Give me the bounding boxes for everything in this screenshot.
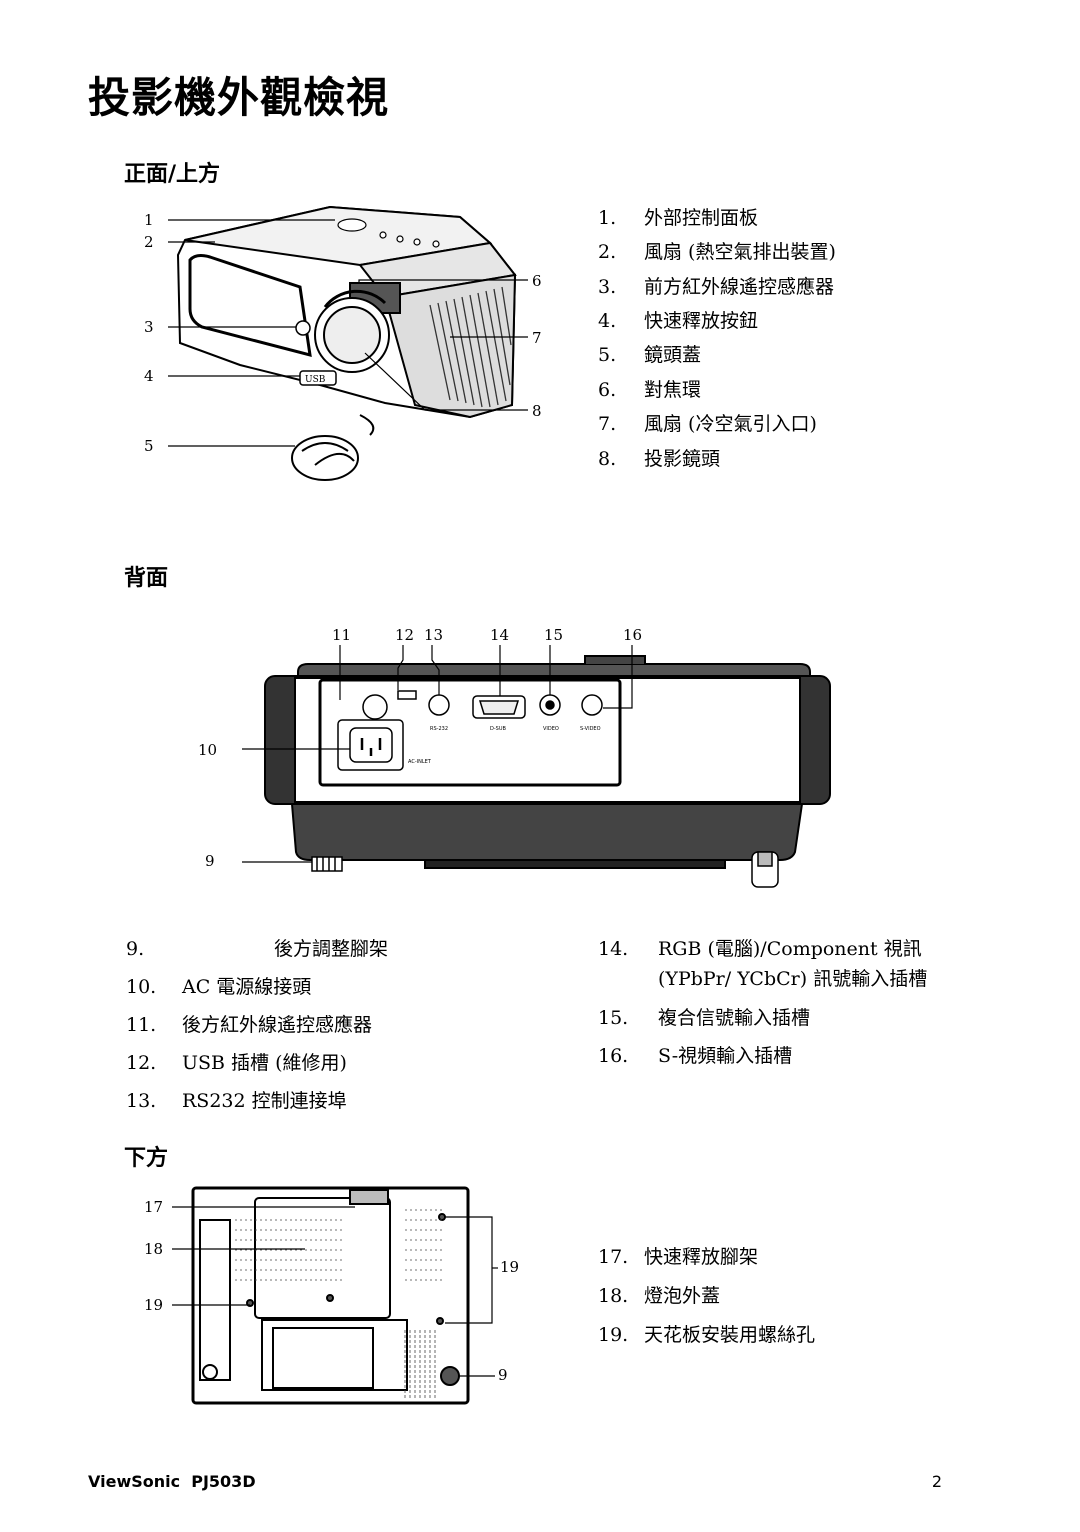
- rs232-port: [428, 694, 450, 716]
- usb-port: [397, 690, 417, 700]
- list-item: 18.燈泡外蓋: [598, 1285, 721, 1307]
- svg-text:USB: USB: [305, 375, 326, 385]
- svideo-label: S-VIDEO: [580, 726, 601, 732]
- front-projector-illustration: 1 2 3 4 5 6 7 8 USB: [144, 205, 542, 481]
- bottom-projector-illustration: 17 18 19 19 9: [144, 1186, 519, 1405]
- front-callout-1: 1: [144, 211, 154, 229]
- front-callout-7: 7: [532, 329, 542, 347]
- bottom-callout-17: 17: [144, 1198, 163, 1216]
- page-number: 2: [931, 1472, 942, 1491]
- list-item: 3.前方紅外線遙控感應器: [598, 276, 835, 298]
- list-item-continuation: (YPbPr/ YCbCr) 訊號輸入插槽: [658, 968, 928, 990]
- dsub-port: [472, 695, 526, 719]
- front-callout-8: 8: [532, 402, 542, 420]
- list-item: 2.風扇 (熱空氣排出裝置): [598, 241, 836, 263]
- list-item: 15.複合信號輸入插槽: [598, 1007, 811, 1029]
- footer-brand: ViewSonic PJ503D: [88, 1472, 256, 1491]
- list-item: 19.天花板安裝用螺絲孔: [598, 1324, 816, 1346]
- list-item: 16.S-視頻輸入插槽: [598, 1045, 793, 1067]
- list-item: 11.後方紅外線遙控感應器: [126, 1014, 373, 1036]
- front-section-heading: 正面/上方: [124, 162, 221, 187]
- bottom-leader-lines: [172, 1206, 498, 1377]
- rear-ports: [337, 690, 603, 771]
- ac-inlet: [337, 719, 404, 771]
- front-callout-2: 2: [144, 233, 154, 251]
- back-section-heading: 背面: [124, 566, 169, 591]
- dsub-label: D-SUB: [490, 726, 506, 732]
- list-item: 17.快速釋放腳架: [598, 1246, 759, 1268]
- rs232-label: RS-232: [430, 726, 448, 732]
- bottom-vent-grille: [235, 1209, 445, 1400]
- front-leader-lines: [168, 219, 528, 447]
- front-callout-3: 3: [144, 318, 154, 336]
- bottom-callout-9: 9: [498, 1366, 508, 1384]
- bottom-section-heading: 下方: [124, 1146, 169, 1171]
- video-label: VIDEO: [543, 726, 559, 732]
- page-title: 投影機外觀檢視: [88, 73, 390, 122]
- ac-inlet-label: AC-INLET: [408, 759, 432, 765]
- rear-feet: [311, 851, 779, 888]
- back-leader-lines: [242, 645, 633, 863]
- bottom-callout-19: 19: [144, 1296, 163, 1314]
- back-callout-13: 13: [424, 626, 443, 644]
- front-callout-5: 5: [144, 437, 154, 455]
- bottom-callout-18: 18: [144, 1240, 163, 1258]
- list-item: 12.USB 插槽 (維修用): [126, 1052, 347, 1074]
- list-item: 1.外部控制面板: [598, 207, 759, 229]
- back-projector-illustration: 11 12 13 14 15 16 10 9 RS-23: [198, 626, 831, 888]
- back-callout-14: 14: [490, 626, 509, 644]
- bottom-body: [191, 1186, 470, 1405]
- back-callout-10: 10: [198, 741, 217, 759]
- rear-ir-sensor: [362, 694, 388, 720]
- back-callout-9: 9: [205, 852, 215, 870]
- list-item: 4.快速釋放按鈕: [598, 310, 759, 332]
- quick-release-button: USB: [299, 370, 337, 386]
- svideo-port: [581, 694, 603, 716]
- front-callout-4: 4: [144, 367, 154, 385]
- list-item: 7.風扇 (冷空氣引入口): [598, 413, 817, 435]
- list-item: 10.AC 電源線接頭: [126, 976, 312, 998]
- control-panel: [337, 218, 440, 248]
- list-item: 5.鏡頭蓋: [598, 344, 702, 366]
- lens-cap: [291, 414, 375, 481]
- list-item: 8.投影鏡頭: [598, 448, 721, 470]
- list-item: 14.RGB (電腦)/Component 視訊: [598, 938, 922, 960]
- front-callout-6: 6: [532, 272, 542, 290]
- back-callout-15: 15: [544, 626, 563, 644]
- bottom-callout-19b: 19: [500, 1258, 519, 1276]
- list-item: 9.後方調整腳架: [126, 938, 389, 960]
- front-ir-sensor: [295, 320, 311, 336]
- front-vent-grille: [429, 286, 512, 408]
- back-callout-11: 11: [332, 626, 351, 644]
- back-callout-12: 12: [395, 626, 414, 644]
- projection-lens: [314, 282, 401, 373]
- list-item: 13.RS232 控制連接埠: [126, 1090, 347, 1112]
- back-callout-16: 16: [623, 626, 642, 644]
- list-item: 6.對焦環: [598, 379, 702, 401]
